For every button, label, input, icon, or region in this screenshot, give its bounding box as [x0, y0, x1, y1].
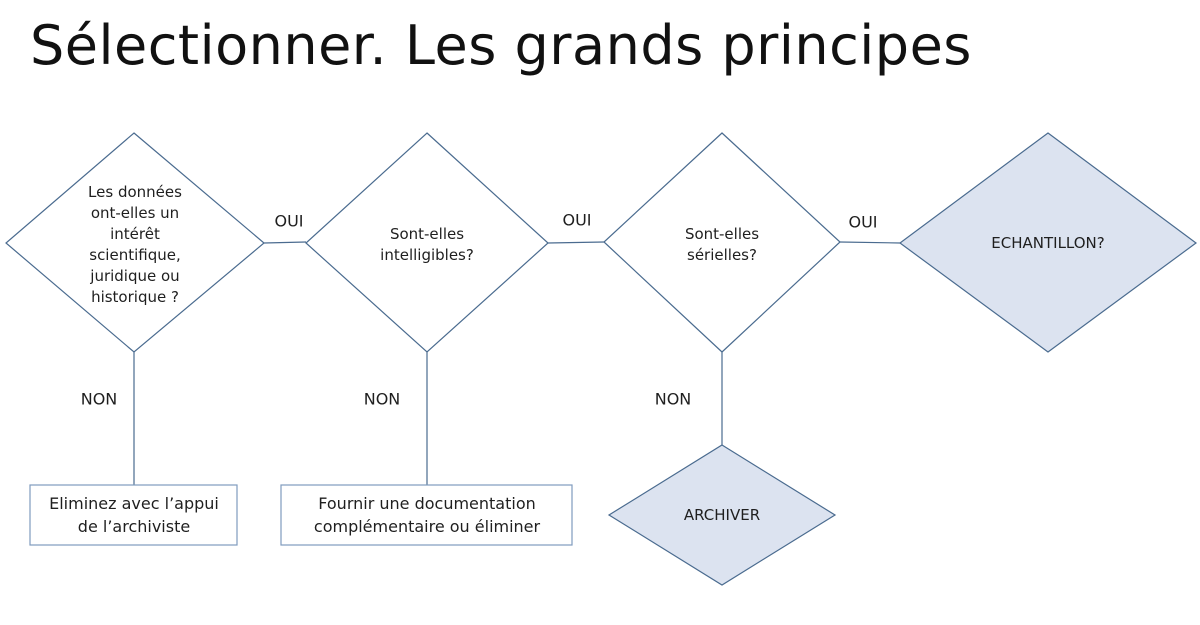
outcome-text-eliminez: Eliminez avec l’appui de l’archiviste [49, 494, 219, 536]
decision-diamond-interet [5, 132, 265, 353]
connector-oui-1 [263, 241, 307, 244]
edge-label-non-2: NON [363, 389, 401, 409]
decision-text-interet: Les données ont-elles un intérêt scienti… [88, 183, 182, 306]
terminal-text-archiver: ARCHIVER [683, 505, 761, 524]
edge-label-oui-1: OUI [274, 211, 304, 231]
page-title: Sélectionner. Les grands principes [30, 14, 972, 77]
decision-diamond-intelligibles [305, 132, 549, 353]
decision-text-serielles: Sont-elles sérielles? [684, 225, 760, 264]
outcome-box-eliminez [29, 484, 238, 546]
edge-label-oui-2: OUI [562, 210, 592, 230]
terminal-diamond-echantillon [898, 132, 1198, 353]
connector-oui-3 [839, 241, 901, 244]
connector-oui-2 [547, 241, 605, 244]
outcome-box-fournir [280, 484, 573, 546]
terminal-text-echantillon: ECHANTILLON? [991, 233, 1105, 252]
decision-text-intelligibles: Sont-elles intelligibles? [380, 225, 474, 264]
decision-diamond-serielles [603, 132, 841, 353]
edge-label-oui-3: OUI [848, 212, 878, 232]
outcome-text-fournir: Fournir une documentation complémentaire… [313, 494, 541, 536]
edge-label-non-1: NON [80, 389, 118, 409]
edge-label-non-3: NON [654, 389, 692, 409]
terminal-diamond-archiver [607, 444, 837, 586]
